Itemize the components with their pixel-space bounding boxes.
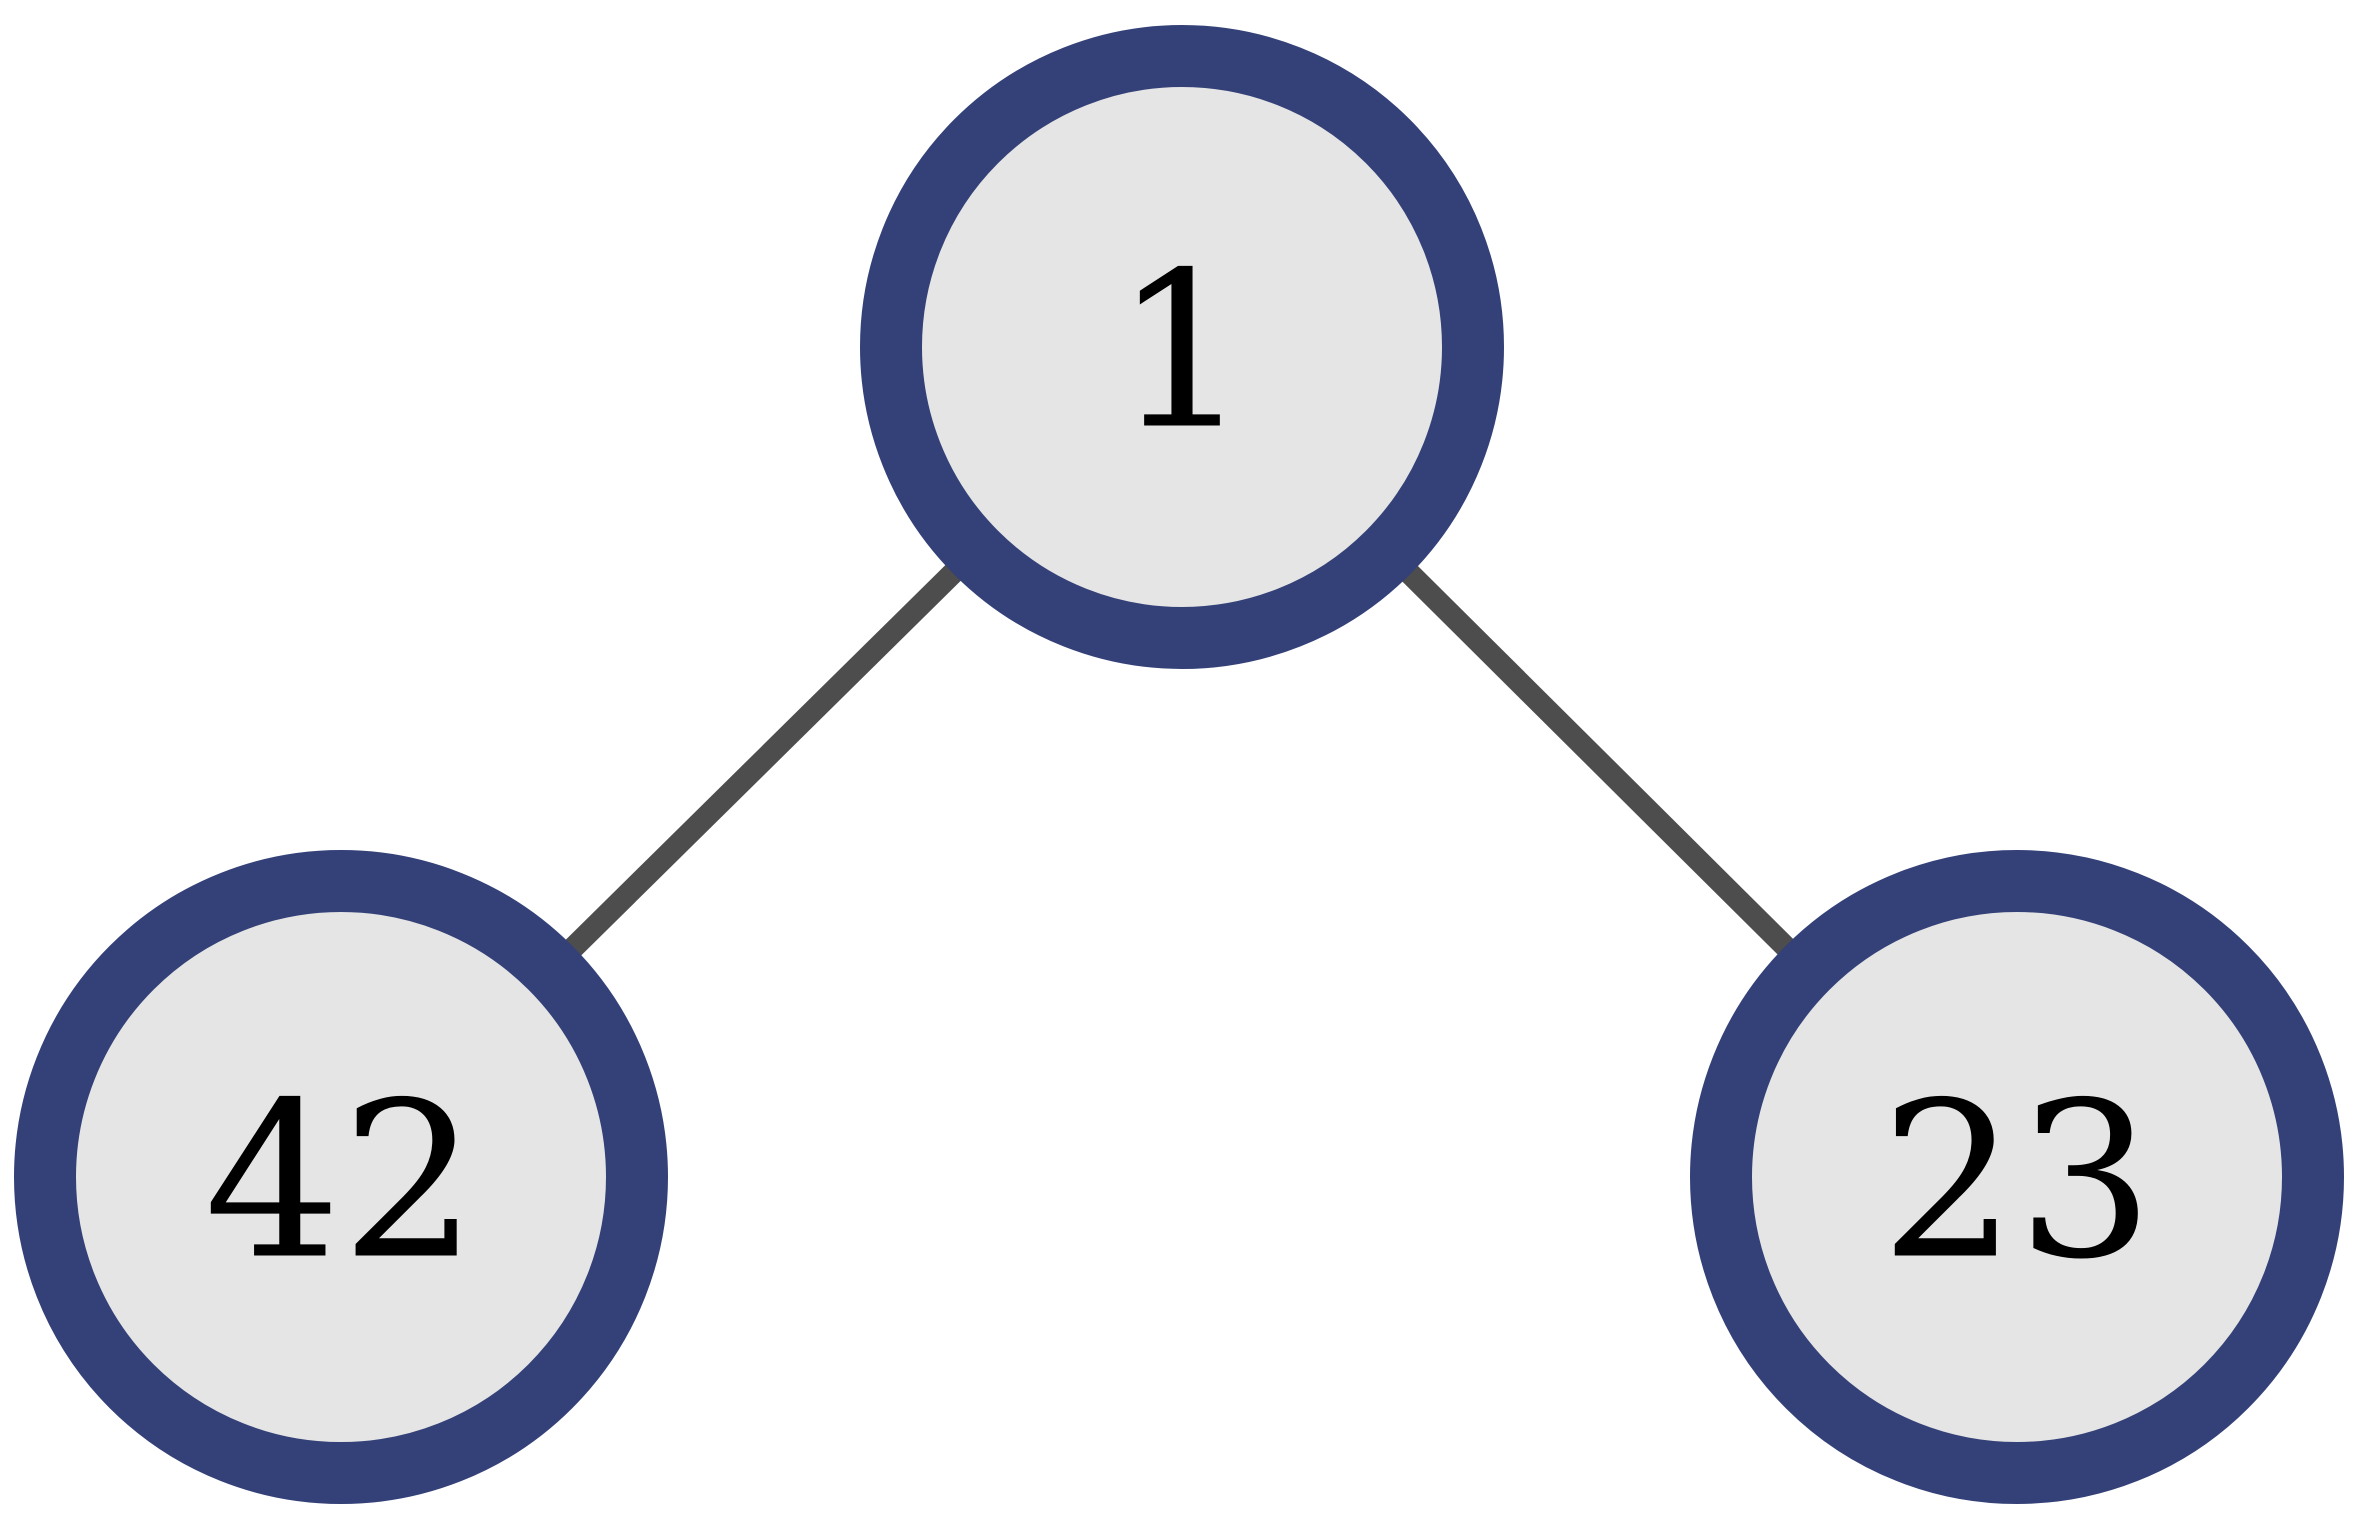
nodes-layer: 1 42 23 [14,25,2344,1504]
node-23-label: 23 [1880,1056,2154,1307]
node-23[interactable]: 23 [1690,850,2344,1504]
node-23-circle[interactable] [1690,850,2344,1504]
node-42-circle[interactable] [14,850,668,1504]
node-1[interactable]: 1 [860,25,1504,669]
node-1-circle[interactable] [860,25,1504,669]
node-42[interactable]: 42 [14,850,668,1504]
node-1-label: 1 [1114,226,1251,477]
node-42-label: 42 [204,1056,478,1307]
